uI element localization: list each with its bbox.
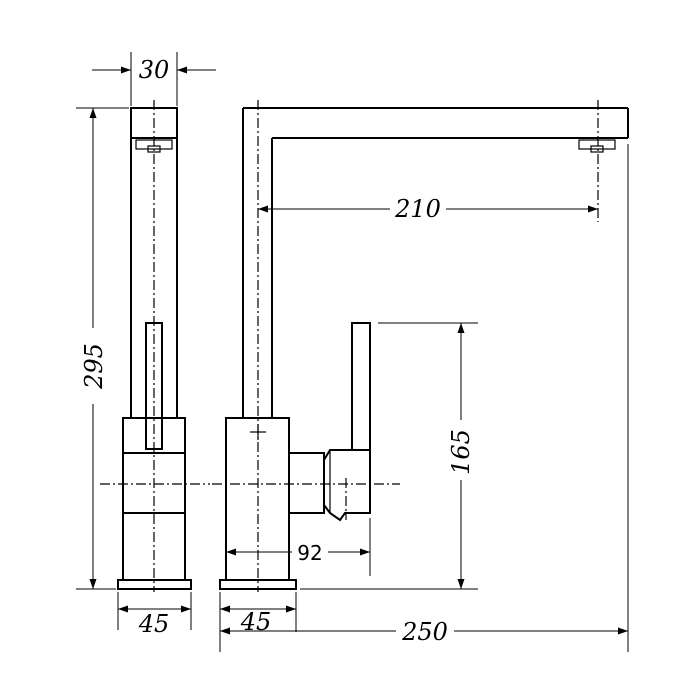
side-lever-base bbox=[323, 449, 371, 522]
side-lever-handle bbox=[351, 322, 371, 451]
dimension-handle-height: 165 bbox=[300, 322, 478, 590]
dimension-front-base-width: 45 bbox=[117, 592, 192, 638]
front-base-width-label: 45 bbox=[138, 610, 170, 638]
top-width-label: 30 bbox=[139, 56, 170, 84]
side-base-width-label: 45 bbox=[240, 608, 272, 636]
side-lever-connector bbox=[288, 452, 325, 514]
side-view bbox=[212, 100, 629, 592]
dimension-side-base-width: 45 bbox=[219, 592, 297, 652]
overall-height-label: 295 bbox=[80, 343, 108, 390]
spout-reach-label: 210 bbox=[394, 195, 441, 223]
dimension-overall-height: 295 bbox=[76, 107, 129, 590]
handle-height-label: 165 bbox=[447, 429, 475, 475]
dimension-spout-reach: 210 bbox=[258, 195, 598, 223]
dimension-top-width: 30 bbox=[92, 52, 216, 106]
side-aerator bbox=[578, 139, 616, 150]
dimension-handle-offset: 92 bbox=[226, 518, 371, 576]
front-cartridge-housing bbox=[122, 452, 186, 514]
front-view bbox=[100, 100, 210, 592]
handle-offset-label: 92 bbox=[297, 541, 322, 565]
dimension-total-depth: 250 bbox=[220, 144, 629, 652]
total-depth-label: 250 bbox=[401, 618, 448, 646]
